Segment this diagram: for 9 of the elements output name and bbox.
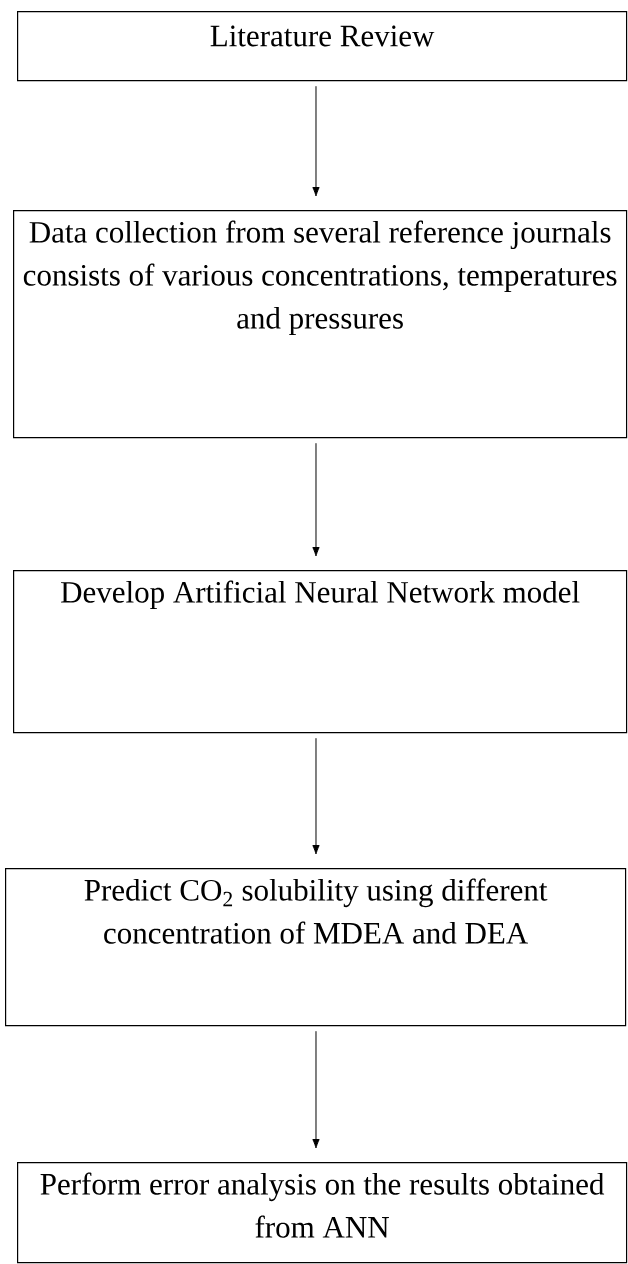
process-box: Perform error analysis on the results obtained from ANN [17, 1162, 628, 1264]
arrow [312, 85, 320, 197]
arrow [312, 737, 320, 855]
process-box: Literature Review [17, 11, 628, 82]
process-box: Predict CO$_{2}$ solubility using different concentration of MDEA and DEA [5, 868, 627, 1027]
arrow [312, 1030, 320, 1149]
process-box: Data collection from several reference journals consists of various concentrations, temperatures and pressures [13, 210, 628, 439]
process-box: Develop Artificial Neural Network model [13, 570, 628, 734]
arrow [312, 442, 320, 557]
